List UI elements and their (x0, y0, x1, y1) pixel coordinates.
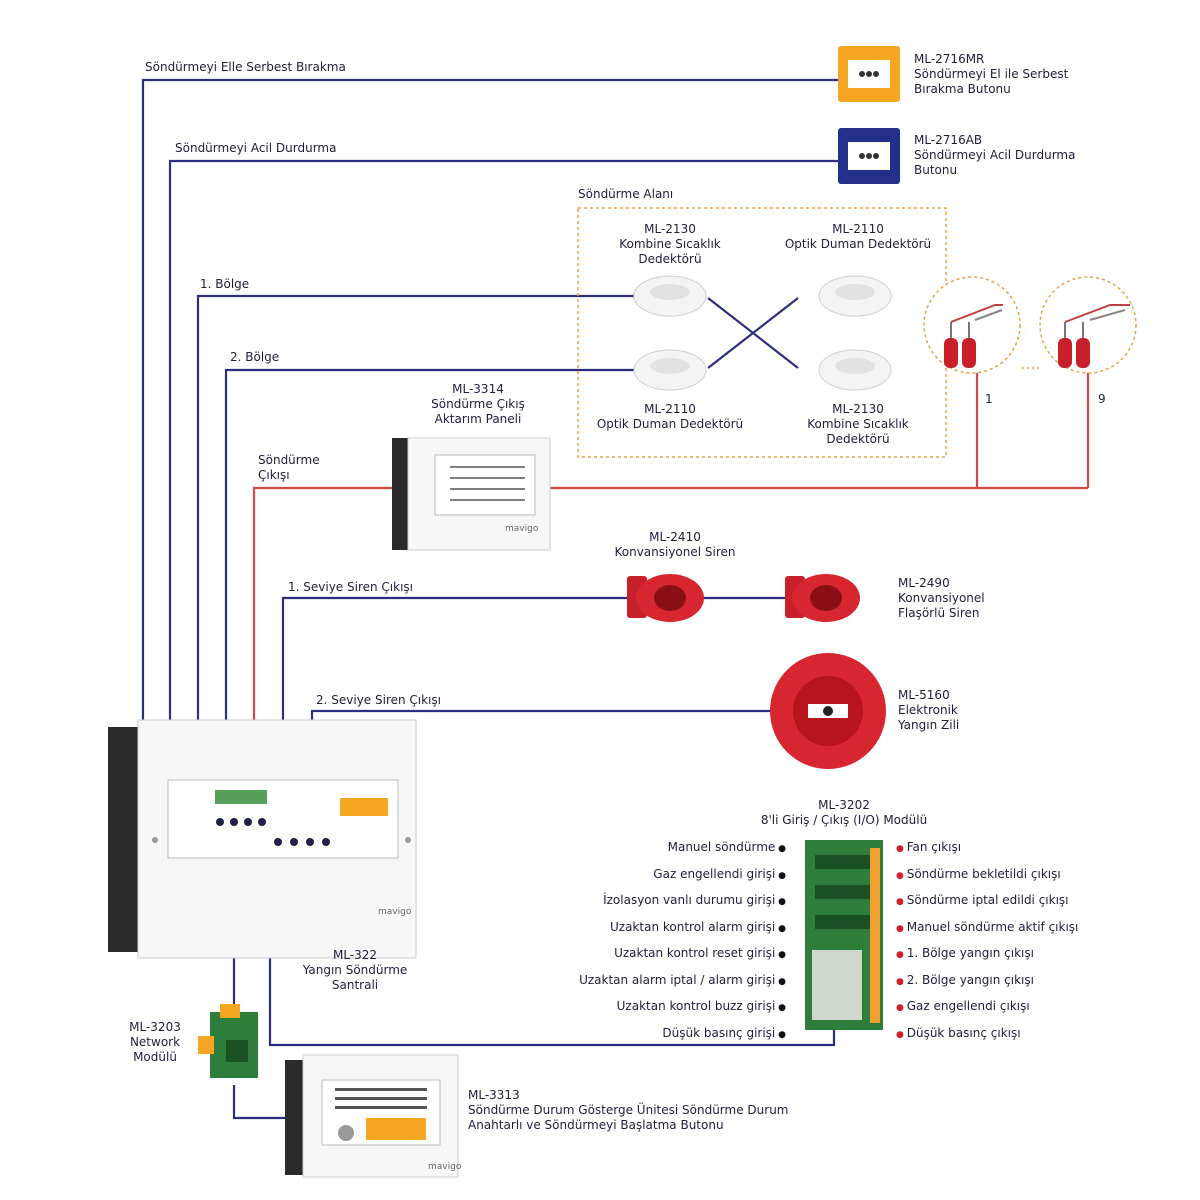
manual-release-name: Söndürmeyi El ile Serbest Bırakma Butonu (914, 67, 1069, 96)
abort-code: ML-2716AB (914, 133, 983, 147)
io-input-item: Manuel söndürme (536, 835, 786, 862)
abort-button-icon (838, 128, 900, 184)
status-panel-name: Söndürme Durum Gösterge Ünitesi Söndürme… (468, 1103, 789, 1132)
wire-zone1 (196, 294, 636, 728)
io-output-item: Gaz engellendi çıkışı (896, 994, 1156, 1021)
gas-cylinder-group-1-icon (923, 276, 1021, 374)
detector-1-code: ML-2130 (644, 222, 696, 236)
label-abort-line: Söndürmeyi Acil Durdurma (175, 141, 337, 155)
label-zone1: 1. Bölge (200, 277, 250, 291)
wire-release-output (252, 486, 392, 728)
io-module-name: 8'li Giriş / Çıkış (I/O) Modülü (760, 813, 928, 827)
io-input-item: Uzaktan kontrol reset girişi (536, 941, 786, 968)
actuator-panel-code: ML-3314 (452, 382, 504, 396)
status-panel-code: ML-3313 (468, 1088, 520, 1102)
actuator-panel-icon (392, 437, 551, 551)
siren-flasher-icon (785, 574, 860, 622)
label-zone2: 2. Bölge (230, 350, 280, 364)
actuator-panel-name: Söndürme Çıkış Aktarım Paneli (431, 397, 525, 426)
wire-release-button (141, 78, 838, 728)
detector-icon-smoke-2 (633, 349, 707, 391)
network-name: Network Modülü (129, 1035, 181, 1064)
siren-conventional-icon (627, 574, 704, 622)
io-output-list: Fan çıkışı Söndürme bekletildi çıkışı Sö… (896, 835, 1156, 1047)
detector-3-name: Optik Duman Dedektörü (596, 417, 744, 431)
io-output-item: 2. Bölge yangın çıkışı (896, 968, 1156, 995)
control-panel-code: ML-322 (332, 948, 378, 962)
io-output-item: Düşük basınç çıkışı (896, 1021, 1156, 1048)
detector-4-code: ML-2130 (832, 402, 884, 416)
detector-2-code: ML-2110 (832, 222, 884, 236)
io-module-board-icon (805, 840, 883, 1030)
label-siren1-line: 1. Seviye Siren Çıkışı (288, 580, 414, 594)
io-input-item: Gaz engellendi girişi (536, 862, 786, 889)
manual-release-button-icon (838, 46, 900, 102)
control-panel-icon (108, 719, 417, 959)
fire-bell-icon (770, 653, 886, 769)
control-panel-name: Yangın Söndürme Santrali (302, 963, 408, 992)
io-output-item: Söndürme bekletildi çıkışı (896, 862, 1156, 889)
wire-cross-b (707, 297, 799, 369)
detector-icon-smoke-1 (818, 275, 892, 317)
signal-wires (141, 78, 838, 1120)
gas-cylinder-group-9-icon (1039, 276, 1137, 374)
detector-2-name: Optik Duman Dedektörü (784, 237, 932, 251)
control-panel-brand: mavigo (378, 907, 412, 917)
io-input-item: Uzaktan kontrol alarm girişi (536, 915, 786, 942)
io-input-item: Düşük basınç girişi (536, 1021, 786, 1048)
io-input-item: Uzaktan alarm iptal / alarm girişi (536, 968, 786, 995)
wire-siren1 (281, 596, 632, 728)
io-output-item: Söndürme iptal edildi çıkışı (896, 888, 1156, 915)
cylinder-label-1: 1 (985, 392, 993, 406)
detector-1-name: Kombine Sıcaklık Dedektörü (619, 237, 721, 266)
label-release-line: Söndürmeyi Elle Serbest Bırakma (145, 60, 346, 74)
wire-abort-button (168, 159, 838, 728)
io-output-item: 1. Bölge yangın çıkışı (896, 941, 1156, 968)
wire-status-panel (232, 1085, 285, 1120)
abort-name: Söndürmeyi Acil Durdurma Butonu (914, 148, 1076, 177)
siren-flash-code: ML-2490 (898, 576, 950, 590)
actuator-panel-brand: mavigo (505, 524, 539, 534)
io-output-item: Fan çıkışı (896, 835, 1156, 862)
network-code: ML-3203 (129, 1020, 181, 1034)
label-siren2-line: 2. Seviye Siren Çıkışı (316, 693, 442, 707)
label-release-output: Söndürme Çıkışı (258, 453, 320, 482)
siren-flash-name: Konvansiyonel Flaşörlü Siren (898, 591, 985, 620)
release-wires (252, 360, 1090, 728)
extinguishing-area-title: Söndürme Alanı (578, 187, 674, 201)
cylinder-label-9: 9 (1098, 392, 1106, 406)
io-input-item: İzolasyon vanlı durumu girişi (536, 888, 786, 915)
bell-code: ML-5160 (898, 688, 950, 702)
siren-conv-code: ML-2410 (649, 530, 701, 544)
bell-name: Elektronik Yangın Zili (898, 703, 960, 732)
wire-zone2 (224, 368, 636, 728)
io-input-item: Uzaktan kontrol buzz girişi (536, 994, 786, 1021)
io-input-list: Manuel söndürme Gaz engellendi girişi İz… (536, 835, 786, 1047)
detector-icon-heat-1 (633, 275, 707, 317)
io-module-code: ML-3202 (818, 798, 870, 812)
status-panel-icon (285, 1054, 459, 1178)
manual-release-code: ML-2716MR (914, 52, 985, 66)
io-output-item: Manuel söndürme aktif çıkışı (896, 915, 1156, 942)
detector-3-code: ML-2110 (644, 402, 696, 416)
network-module-icon (198, 1004, 258, 1078)
status-panel-brand: mavigo (428, 1162, 462, 1172)
detector-icon-heat-2 (818, 349, 892, 391)
detector-4-name: Kombine Sıcaklık Dedektörü (807, 417, 909, 446)
siren-conv-name: Konvansiyonel Siren (614, 545, 736, 559)
